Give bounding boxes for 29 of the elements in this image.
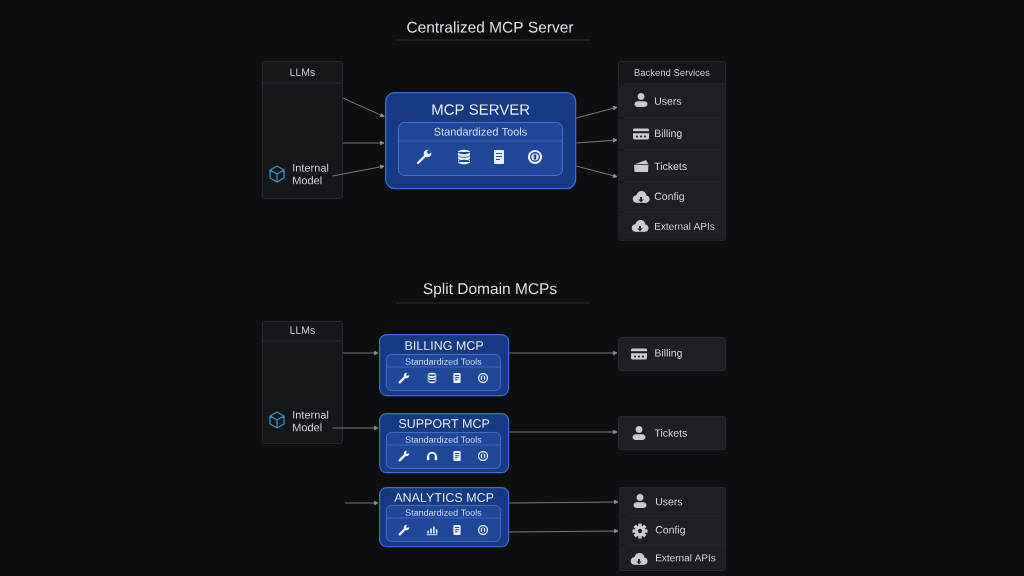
arrow xyxy=(575,106,618,119)
tools-box: Standardized Tools xyxy=(398,122,563,176)
node-label: Users xyxy=(655,97,682,105)
list-row: Users xyxy=(618,84,726,118)
node-label: Tickets xyxy=(654,162,687,171)
arrow xyxy=(342,350,379,356)
node-label: Config xyxy=(655,525,685,536)
arrow xyxy=(508,528,619,534)
node-label: External APIs xyxy=(655,222,715,230)
node-label: Config xyxy=(654,192,684,203)
section-title: Centralized MCP Server xyxy=(407,21,574,33)
section-title: Split Domain MCPs xyxy=(423,282,557,298)
node-label: Users xyxy=(656,498,683,506)
arrow xyxy=(508,499,619,505)
item-label: Internal Model xyxy=(293,410,329,432)
arrow xyxy=(575,165,618,178)
service-box: Tickets xyxy=(618,416,726,450)
arrow xyxy=(332,164,385,177)
arrow xyxy=(342,140,385,146)
service-box: Billing xyxy=(618,337,726,371)
arrow xyxy=(332,425,379,431)
arrow xyxy=(575,138,618,144)
node-label: External APIs xyxy=(656,554,716,562)
node-label: Billing xyxy=(655,129,682,140)
arrow xyxy=(342,97,385,118)
arrow xyxy=(508,429,618,435)
item-label: Internal Model xyxy=(293,163,329,185)
arrow xyxy=(508,350,618,356)
arrow xyxy=(344,500,379,506)
